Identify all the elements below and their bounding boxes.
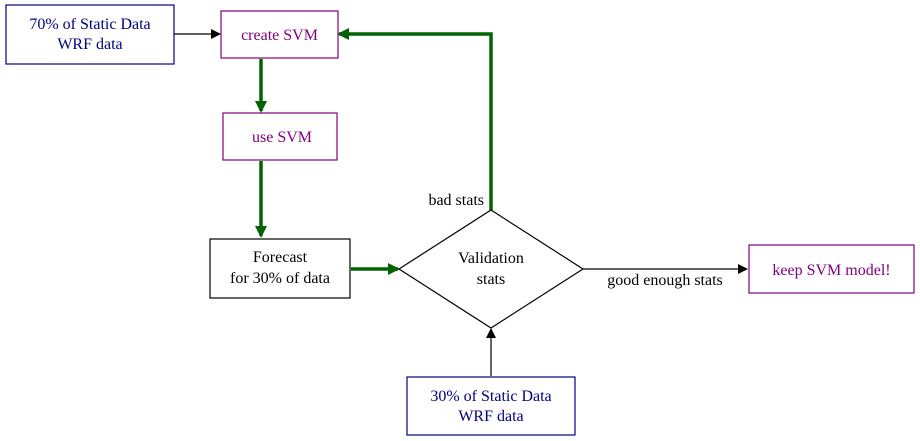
node-forecast-line-1: Forecast (253, 249, 308, 266)
node-create-svm: create SVM (220, 10, 339, 59)
node-train-data-line-2: WRF data (57, 36, 122, 53)
edge-label-good-stats: good enough stats (607, 272, 723, 289)
node-forecast-line-2: for 30% of data (230, 270, 330, 287)
node-keep-model: keep SVM model! (748, 244, 915, 294)
node-forecast: Forecast for 30% of data (209, 238, 351, 299)
edge-label-bad-stats: bad stats (428, 192, 484, 209)
node-use-svm-label: use SVM (252, 129, 312, 146)
node-train-data-line-1: 70% of Static Data (29, 16, 150, 33)
node-validation-line-1: Validation (458, 250, 524, 267)
node-validation: Validation stats (397, 209, 585, 329)
edge-validation-to-create (337, 28, 493, 210)
node-keep-model-label: keep SVM model! (772, 262, 890, 279)
node-create-svm-label: create SVM (241, 27, 318, 44)
node-validation-line-2: stats (477, 271, 505, 288)
node-train-data: 70% of Static Data WRF data (5, 4, 175, 65)
node-test-data-line-1: 30% of Static Data (430, 388, 551, 405)
node-test-data: 30% of Static Data WRF data (406, 376, 576, 436)
node-test-data-line-2: WRF data (458, 408, 523, 425)
node-use-svm: use SVM (222, 112, 338, 161)
